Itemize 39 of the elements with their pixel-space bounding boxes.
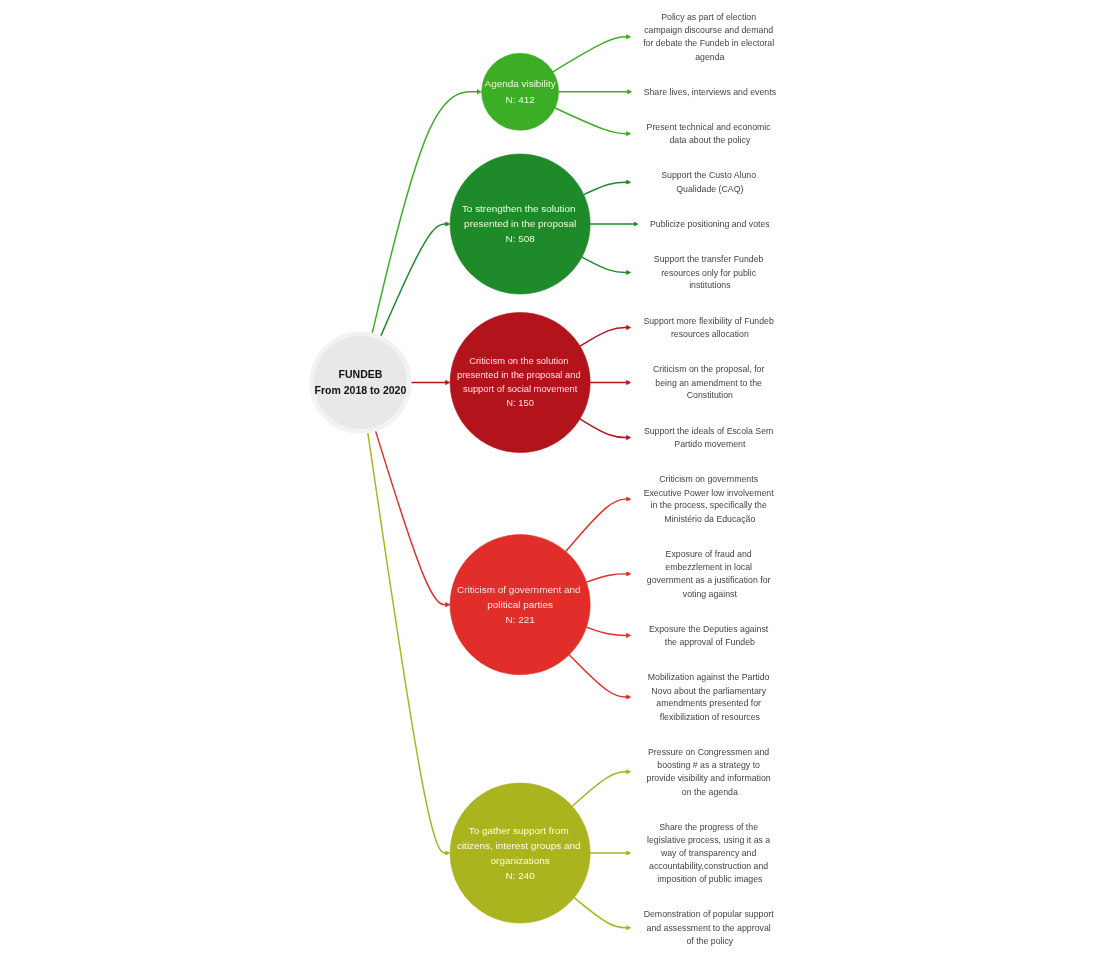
arrow xyxy=(579,324,632,347)
node-text: Exposure the Deputies against the approval of Fundeb xyxy=(649,623,769,647)
node-text: Exposure of fraud and embezzlement in local government as a justification for voting against xyxy=(647,548,771,599)
node-text: Support more flexibility of Fundeb resources allocation xyxy=(643,315,775,339)
arrow xyxy=(367,430,451,856)
node-text: Support the transfer Fundeb resources only for public institutions xyxy=(654,253,764,291)
node-text: Support the Custo Aluno Qualidade (CAQ) xyxy=(661,170,757,194)
arrow xyxy=(589,379,632,386)
arrow xyxy=(589,221,639,227)
node-circle: Agenda visibility N: 412 xyxy=(481,53,560,131)
node-text: Policy as part of election campaign discourse and demand for debate the Fundeb in electoral agenda xyxy=(643,11,775,62)
node-text: Share lives, interviews and events xyxy=(643,86,777,97)
node-text: Criticism on governments Executive Power low involvement in the process, specifically the Ministério da Educação xyxy=(643,474,774,524)
node-circle: Criticism of government and political parties N: 221 xyxy=(450,534,591,675)
arrow xyxy=(552,34,632,73)
node-circle: To strengthen the solution presented in the proposal N: 508 xyxy=(450,153,591,295)
arrow xyxy=(573,896,632,931)
node-circle: To gather support from citizens, interest groups and organizations N: 240 xyxy=(450,782,591,924)
node-text: Mobilization against the Partido Novo about the parliamentary amendments presented for flexibilization of resources xyxy=(648,671,770,722)
arrow xyxy=(586,626,632,638)
arrow xyxy=(579,418,632,441)
arrow xyxy=(554,107,632,137)
node-text: Share the progress of the legislative process, using it as a way of transparency and accountability,construction and imposition of public images xyxy=(647,821,771,884)
node-text: Publicize positioning and votes xyxy=(650,218,771,229)
node-circle: FUNDEB From 2018 to 2020 xyxy=(309,331,412,434)
arrow xyxy=(586,571,632,583)
arrow xyxy=(583,179,632,196)
node-text: Pressure on Congressmen and boosting # as a strategy to provide visibility and information on the agenda xyxy=(646,746,772,796)
arrow xyxy=(568,653,632,700)
arrow xyxy=(571,769,632,807)
arrow xyxy=(558,89,633,95)
node-text: Criticism on the proposal, for being an amendment to the Constitution xyxy=(653,364,765,401)
arrow xyxy=(565,496,632,553)
node-text: Present technical and economic data about the policy xyxy=(646,121,772,145)
arrow xyxy=(581,256,632,276)
arrow xyxy=(589,850,632,856)
node-text: Support the ideals of Escola Sem Partido movement xyxy=(644,425,774,449)
node-circle: Criticism on the solution presented in the proposal and support of social movement N: 150 xyxy=(450,312,591,453)
node-text: Demonstration of popular support and assessment to the approval of the policy xyxy=(643,909,774,946)
